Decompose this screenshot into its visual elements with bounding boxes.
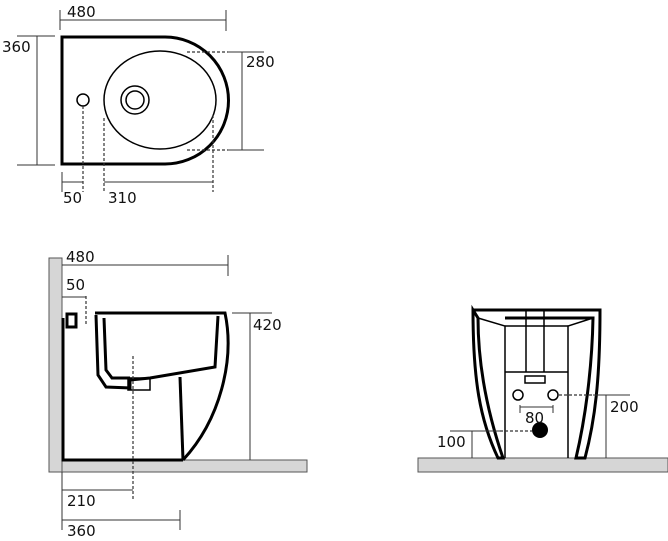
drain-inner bbox=[125, 90, 145, 110]
dim-bowl-width: 280 bbox=[246, 53, 275, 71]
back-outline bbox=[61, 318, 183, 462]
front-floor bbox=[417, 457, 668, 473]
front-view: 200 80 100 bbox=[417, 304, 668, 473]
dim-height: 420 bbox=[253, 316, 282, 334]
drain-fitting bbox=[127, 377, 151, 391]
top-view: 480 360 280 50 310 bbox=[2, 3, 275, 207]
front-outer-right bbox=[473, 308, 602, 460]
dim-drain-height: 100 bbox=[437, 433, 466, 451]
dim-side-width: 480 bbox=[66, 248, 95, 266]
dim-base-depth: 360 bbox=[67, 522, 96, 540]
wall bbox=[48, 257, 63, 473]
dim-hole-offset: 50 bbox=[63, 189, 82, 207]
dim-inlet-spacing: 80 bbox=[525, 409, 544, 427]
dim-bowl-length: 310 bbox=[108, 189, 137, 207]
dim-inlet-height: 200 bbox=[610, 398, 639, 416]
bowl-inner bbox=[94, 314, 220, 390]
dim-top-width: 480 bbox=[67, 3, 96, 21]
floor bbox=[61, 459, 308, 473]
dim-side-hole-offset: 50 bbox=[66, 276, 85, 294]
drain-outer bbox=[120, 85, 150, 115]
side-view: 480 50 420 210 360 bbox=[48, 248, 308, 540]
top-outline bbox=[60, 35, 230, 166]
front-outline bbox=[95, 311, 230, 462]
dim-top-depth: 360 bbox=[2, 38, 31, 56]
wall-bracket bbox=[65, 312, 78, 329]
dim-drain-offset: 210 bbox=[67, 492, 96, 510]
drain-outlet bbox=[532, 422, 548, 438]
bowl-outline bbox=[103, 50, 217, 150]
tap-hole bbox=[76, 93, 90, 107]
